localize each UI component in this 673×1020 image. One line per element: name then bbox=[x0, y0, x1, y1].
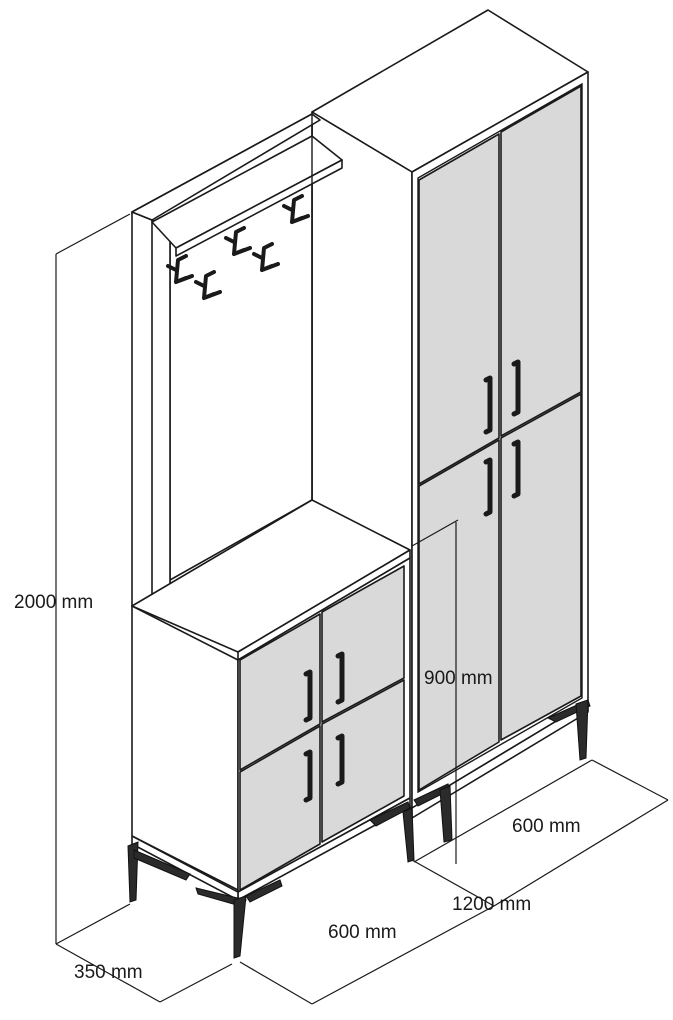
shelf-front bbox=[175, 159, 343, 257]
leg-icon bbox=[245, 879, 283, 903]
wardrobe-lower-right-door bbox=[500, 393, 582, 741]
wardrobe-lower-left-door bbox=[418, 439, 500, 791]
cabinet-handles bbox=[303, 651, 345, 803]
handle-icon bbox=[511, 359, 521, 417]
left-hall-stand bbox=[127, 113, 411, 959]
right-module-width-label: 600 mm bbox=[512, 816, 581, 837]
side-post-face bbox=[151, 219, 171, 613]
handle-icon bbox=[303, 749, 313, 803]
hook-icon bbox=[166, 254, 194, 284]
cabinet-lower-left-door bbox=[239, 725, 321, 891]
handle-icon bbox=[335, 733, 345, 787]
leg-icon bbox=[133, 849, 191, 881]
hook-icon bbox=[194, 270, 222, 300]
handle-icon bbox=[335, 651, 345, 705]
total-width-label: 1200 mm bbox=[452, 894, 531, 915]
left-module-width-label: 600 mm bbox=[328, 922, 397, 943]
cabinet-lower-right-door bbox=[321, 679, 405, 843]
hook-icon bbox=[224, 226, 252, 256]
wardrobe-legs bbox=[402, 699, 591, 863]
wardrobe-upper-right-door bbox=[500, 85, 582, 437]
handle-icon bbox=[483, 457, 493, 517]
right-wardrobe bbox=[311, 9, 591, 863]
leg-icon bbox=[233, 895, 247, 959]
cabinet-legs bbox=[127, 801, 411, 959]
wardrobe-upper-left-door bbox=[418, 133, 500, 485]
dimension-lines bbox=[55, 213, 669, 1005]
leg-icon bbox=[402, 807, 415, 863]
leg-icon bbox=[439, 785, 453, 843]
bench-height-label: 900 mm bbox=[424, 668, 493, 689]
handle-icon bbox=[483, 375, 493, 435]
top-cap bbox=[131, 113, 321, 221]
coat-hooks bbox=[166, 194, 310, 300]
total-height-label: 2000 mm bbox=[14, 592, 93, 613]
wardrobe-front-frame bbox=[417, 82, 583, 794]
leg-icon bbox=[575, 699, 589, 761]
hook-icon bbox=[252, 242, 280, 272]
hook-icon bbox=[282, 194, 310, 224]
cabinet-upper-left-door bbox=[239, 613, 321, 771]
leg-icon bbox=[369, 801, 411, 827]
handle-icon bbox=[511, 439, 521, 499]
depth-label: 350 mm bbox=[74, 962, 143, 983]
handle-icon bbox=[303, 669, 313, 723]
wardrobe-handles bbox=[483, 359, 521, 517]
